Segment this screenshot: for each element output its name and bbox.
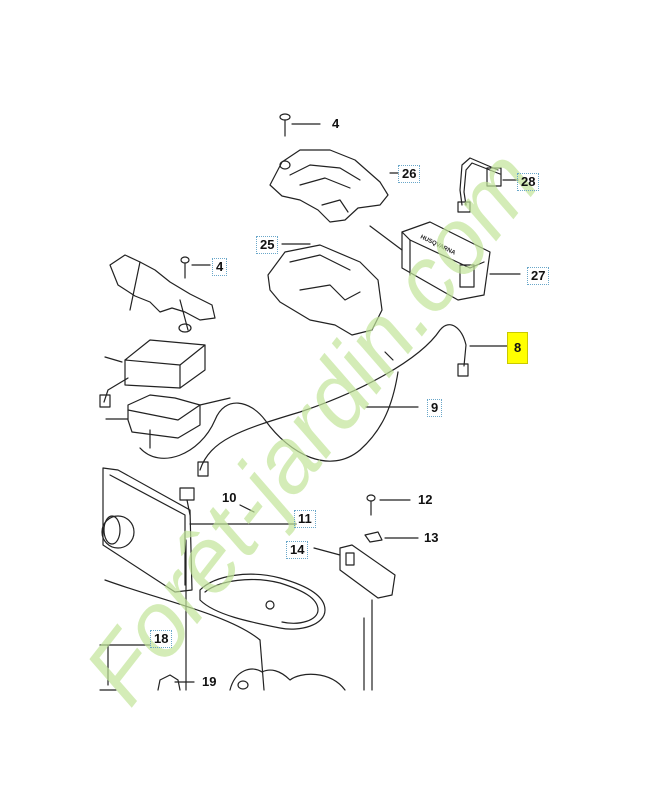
chassis-lines bbox=[99, 539, 373, 691]
cover-part bbox=[269, 149, 399, 223]
control-box bbox=[105, 394, 201, 449]
callout-27: 27 bbox=[527, 267, 550, 285]
clip-13 bbox=[364, 531, 419, 543]
holder-frame bbox=[267, 243, 383, 336]
sensor-part bbox=[179, 487, 255, 516]
callout-10: 10 bbox=[222, 490, 237, 505]
callout-19: 19 bbox=[202, 674, 217, 689]
callout-4-top: 4 bbox=[332, 116, 340, 131]
circuit-board bbox=[101, 467, 297, 593]
callout-4-left: 4 bbox=[212, 258, 228, 276]
loop-wire bbox=[199, 573, 326, 630]
screw-top bbox=[279, 113, 321, 137]
callout-9: 9 bbox=[427, 399, 443, 417]
battery-pack bbox=[99, 339, 206, 408]
callout-18: 18 bbox=[150, 630, 173, 648]
board-14 bbox=[313, 544, 396, 599]
callout-13: 13 bbox=[424, 530, 439, 545]
cable-9 bbox=[139, 371, 419, 462]
callout-12: 12 bbox=[418, 492, 433, 507]
screw-12 bbox=[366, 494, 411, 516]
callout-26: 26 bbox=[398, 165, 421, 183]
bracket-part bbox=[109, 254, 216, 333]
callout-11: 11 bbox=[294, 510, 316, 528]
callout-28: 28 bbox=[517, 173, 540, 191]
electronic-module bbox=[369, 221, 521, 301]
connector-harness bbox=[457, 157, 519, 213]
cable-8 bbox=[197, 324, 513, 477]
callout-14: 14 bbox=[286, 541, 309, 559]
callout-25: 25 bbox=[256, 236, 279, 254]
callout-8-highlighted[interactable]: 8 bbox=[507, 332, 529, 364]
